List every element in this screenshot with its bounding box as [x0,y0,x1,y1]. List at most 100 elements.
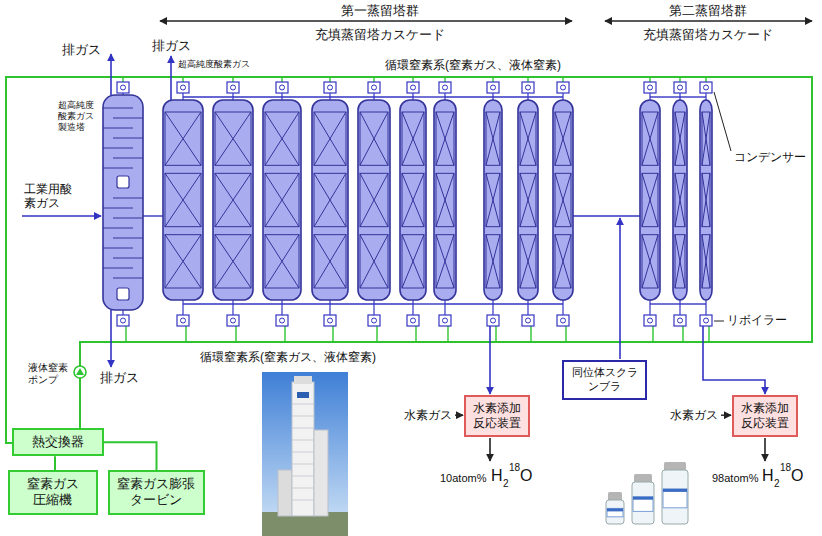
nitrogen-branch-line [415,326,416,342]
packing-line [520,173,536,226]
reboiler-symbol [181,318,186,323]
photo-detail [292,416,314,417]
reboiler-symbol [644,315,656,326]
packed-column [518,100,538,300]
condenser-symbol [121,85,126,90]
formula-element: H [762,466,774,485]
packing-line [520,235,536,288]
photo-detail [292,404,314,405]
packed-column [553,100,573,300]
span-arrow [160,20,572,21]
packing-line [314,173,346,226]
liquid-line [528,303,563,304]
packed-column [312,100,348,300]
photo-building [278,470,292,516]
reboiler-line [373,300,374,315]
tray-line [103,128,133,129]
tray-line [113,218,143,219]
formula-superscript: 18 [509,462,520,474]
packing-section [215,173,251,226]
packing-line [265,112,299,165]
packing-line [402,235,424,288]
condenser-symbol [227,82,239,93]
condenser-line [649,93,650,100]
enrichment-label: 98atom% [712,472,758,485]
photo-detail [292,488,314,489]
nitrogen-branch-line [376,326,377,342]
tray-line [113,238,143,239]
packing-line [520,112,536,165]
packing-line [555,112,571,165]
packing-line [215,112,251,165]
packing-section [436,112,454,165]
nitrogen-branch-line [649,77,650,82]
condenser-symbol [700,82,712,93]
reboiler-line [182,300,183,315]
tray-line [103,148,133,149]
nitrogen-branch-line [444,77,445,82]
packing-line [436,112,454,165]
packing-line [436,235,454,288]
packing-section [402,173,424,226]
product-arrow [489,326,491,394]
packed-column [434,100,456,300]
formula-superscript: 18 [780,462,791,474]
photo-background [596,452,692,530]
packing-section [520,173,536,226]
packing-line [702,173,710,226]
liquid-line [445,303,493,304]
packing-line [486,112,500,165]
condenser-line [329,93,330,100]
group-subheading: 充填蒸留塔カスケード [643,27,773,43]
circuit-label: 循環窒素系(窒素ガス、液体窒素) [385,58,561,72]
box-text: 同位体スクランブラ [571,366,638,394]
photo-detail [292,440,314,441]
packing-section [702,112,710,165]
packed-column [400,100,426,300]
packing-line [436,235,454,288]
exhaust-label: 排ガス [152,38,191,54]
packing-line [702,112,710,165]
reboiler-symbol [648,318,653,323]
packing-line [675,173,685,226]
packing-line [265,173,299,226]
nitrogen-branch-line [235,326,236,342]
packing-line [360,173,388,226]
condenser-symbol [648,85,653,90]
reboiler-line [444,300,445,315]
condenser-symbol [522,82,534,93]
nitrogen-branch-line [495,326,496,342]
packing-line [314,112,346,165]
reboiler-line [412,300,413,315]
packing-section [402,112,424,165]
packing-line [486,173,500,226]
exhaust-label: 排ガス [62,42,101,58]
packing-line [675,112,685,165]
condenser-symbol [487,82,499,93]
packing-line [314,235,346,288]
liquid-line [413,303,445,304]
packing-line [702,235,710,288]
packing-line [360,173,388,226]
tray-line [103,228,133,229]
condenser-symbol [557,82,569,93]
condenser-line [492,93,493,100]
packing-line [360,235,388,288]
reboiler-symbol [280,318,285,323]
packing-line [165,235,201,288]
reboiler-symbol [487,315,499,326]
product-label: 超高純度酸素ガス [178,59,250,70]
box-text: 窒素ガス膨張タービン [117,476,196,509]
reboiler-symbol [439,315,451,326]
reboiler-line [705,300,706,315]
packing-section [314,112,346,165]
packing-section [265,112,299,165]
reboiler-symbol [491,318,496,323]
liquid-line [282,303,330,304]
condenser-symbol [443,85,448,90]
box-text: 熱交換器 [32,434,84,450]
packing-line [314,173,346,226]
reboiler-symbol [368,315,380,326]
nitrogen-branch-line [530,326,531,342]
